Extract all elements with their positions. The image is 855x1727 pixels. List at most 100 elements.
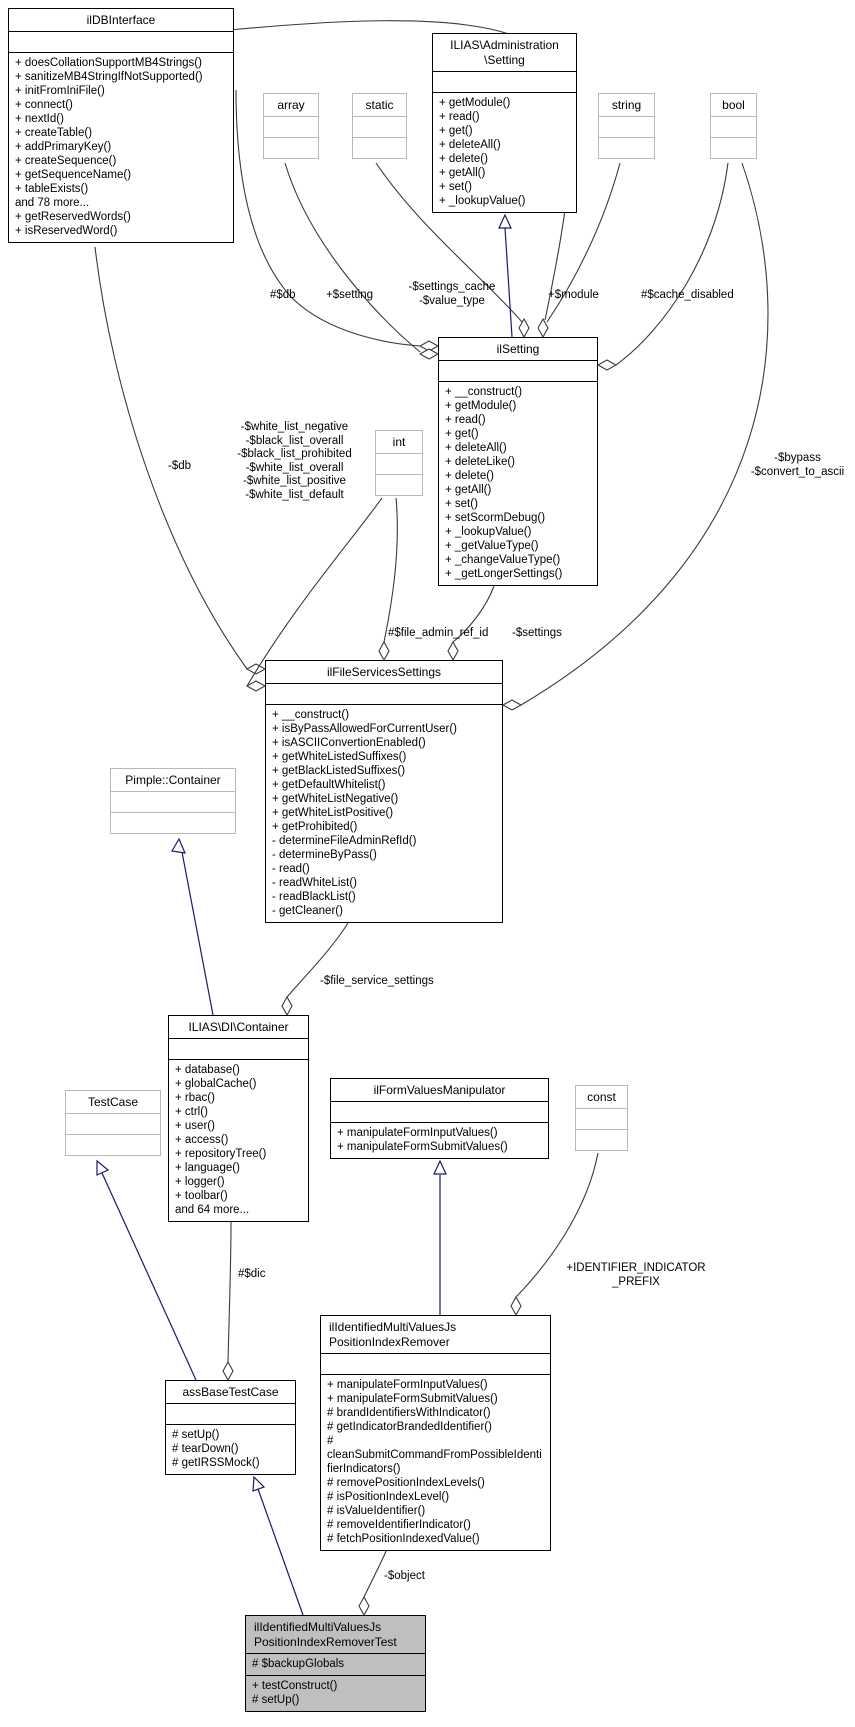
member: + manipulateFormSubmitValues() [337, 1141, 508, 1153]
aggregation-diamond [518, 317, 530, 339]
aggregation-diamond [245, 680, 267, 692]
member: + setScormDebug() [445, 512, 546, 524]
class-attributes [376, 453, 422, 474]
class-title: static [365, 98, 394, 112]
edge-ildbinterface-filesettings [94, 246, 248, 670]
class-pimple-container[interactable]: Pimple::Container [110, 768, 236, 834]
edge-static-ilsetting [375, 162, 523, 323]
class-methods: # setUp()# tearDown()# getIRSSMock() [166, 1424, 295, 1474]
member: + addPrimaryKey() [15, 141, 112, 153]
member: + createTable() [15, 127, 93, 139]
member: + getWhiteListNegative() [272, 793, 399, 805]
class-attributes [111, 791, 235, 812]
member: and 78 more... [15, 197, 90, 209]
member: + read() [445, 414, 486, 426]
member: + createSequence() [15, 155, 117, 167]
member: + connect() [15, 99, 73, 111]
edge-db-ilsetting [235, 89, 421, 347]
member: + getReservedWords() [15, 211, 131, 223]
class-attributes [166, 1403, 295, 1424]
class-title: ilSetting [496, 342, 540, 356]
class-attributes [266, 683, 502, 704]
aggregation-diamond [537, 317, 549, 339]
member: + access() [175, 1134, 229, 1146]
member: + delete() [439, 153, 488, 165]
member: + testConstruct() [252, 1680, 338, 1692]
aggregation-diamond [418, 340, 440, 352]
member: + _changeValueType() [445, 554, 561, 566]
class-attributes [353, 116, 406, 137]
edge-label-file-service-settings: -$file_service_settings [320, 975, 434, 987]
class-title: string [611, 98, 642, 112]
class-title: ILIAS\DI\Container [188, 1020, 289, 1034]
aggregation-diamond [222, 1360, 234, 1382]
class-methods: + database()+ globalCache()+ rbac()+ ctr… [169, 1059, 308, 1221]
class-int[interactable]: int [375, 430, 423, 496]
member: + __construct() [445, 386, 523, 398]
class-ilfileservicessettings[interactable]: ilFileServicesSettings + __construct()+ … [265, 660, 503, 923]
edge-label-db-file: -$db [168, 460, 192, 472]
class-methods: + __construct()+ isByPassAllowedForCurre… [266, 704, 502, 922]
class-methods: + testConstruct()# setUp() [246, 1675, 425, 1711]
edge-assbase-extends-testcase [101, 1172, 197, 1381]
aggregation-diamond [447, 640, 459, 662]
class-title: const [587, 1090, 616, 1104]
class-ildbinterface[interactable]: ilDBInterface + doesCollationSupportMB4S… [8, 8, 234, 243]
edge-const-remover [515, 1152, 599, 1298]
class-ilias-administration-setting[interactable]: ILIAS\Administration \Setting + getModul… [432, 33, 577, 213]
member: + __construct() [272, 709, 350, 721]
member: # getIRSSMock() [172, 1457, 260, 1469]
class-ilsetting[interactable]: ilSetting + __construct()+ getModule()+ … [438, 337, 598, 586]
member: + get() [439, 125, 473, 137]
class-testcase[interactable]: TestCase [65, 1090, 161, 1156]
class-string[interactable]: string [598, 93, 655, 159]
class-ilformvaluesmanipulator[interactable]: ilFormValuesManipulator + manipulateForm… [330, 1078, 549, 1159]
class-ilidentifiedmultivaluesjspositionindexremover[interactable]: ilIdentifiedMultiValuesJs PositionIndexR… [320, 1315, 551, 1551]
class-assbasetestcase[interactable]: assBaseTestCase # setUp()# tearDown()# g… [165, 1380, 296, 1475]
class-methods [264, 137, 318, 158]
class-attributes [439, 360, 597, 381]
member: - read() [272, 863, 310, 875]
aggregation-diamond [510, 1295, 522, 1317]
class-attributes [264, 116, 318, 137]
aggregation-diamond [501, 699, 523, 711]
class-const[interactable]: const [575, 1085, 628, 1151]
member: # brandIdentifiersWithIndicator() [327, 1407, 491, 1419]
edge-ilsetting-extends-adminsetting [504, 227, 513, 338]
member: # fetchPositionIndexedValue() [327, 1533, 480, 1545]
member: # isValueIdentifier() [327, 1505, 426, 1517]
edge-int-fileadmin-filesettings [383, 497, 398, 643]
member: + tableExists() [15, 183, 89, 195]
member: + _lookupValue() [445, 526, 532, 538]
edge-dicontainer-assbase [227, 1221, 232, 1363]
edge-label-settings-cache: -$settings_cache -$value_type [408, 281, 496, 307]
class-static[interactable]: static [352, 93, 407, 159]
edge-label-db: #$db [270, 289, 296, 301]
class-ilidentifiedmultivaluesjspositionindexremovertest[interactable]: ilIdentifiedMultiValuesJs PositionIndexR… [245, 1615, 426, 1712]
inheritance-arrow [433, 1159, 447, 1175]
member: + getAll() [439, 167, 486, 179]
class-array[interactable]: array [263, 93, 319, 159]
class-title: int [392, 435, 406, 449]
member: + _lookupValue() [439, 195, 526, 207]
member: + _getLongerSettings() [445, 568, 563, 580]
member: - readWhiteList() [272, 877, 357, 889]
edge-label-dic: #$dic [238, 1268, 266, 1280]
member: + getWhiteListedSuffixes() [272, 751, 407, 763]
inheritance-arrow [96, 1159, 110, 1176]
class-bool[interactable]: bool [710, 93, 757, 159]
class-methods [711, 137, 756, 158]
member: + getBlackListedSuffixes() [272, 765, 406, 777]
member: + read() [439, 111, 480, 123]
member: + get() [445, 428, 479, 440]
member: and 64 more... [175, 1204, 250, 1216]
class-title: TestCase [87, 1095, 139, 1109]
member: + nextId() [15, 113, 64, 125]
member: + deleteLike() [445, 456, 515, 468]
edge-array-ilsetting [284, 162, 421, 353]
class-ilias-di-container[interactable]: ILIAS\DI\Container + database()+ globalC… [168, 1015, 309, 1222]
member: # isPositionIndexLevel() [327, 1491, 450, 1503]
aggregation-diamond [245, 663, 267, 675]
edge-label-setting: +$setting [326, 289, 373, 301]
